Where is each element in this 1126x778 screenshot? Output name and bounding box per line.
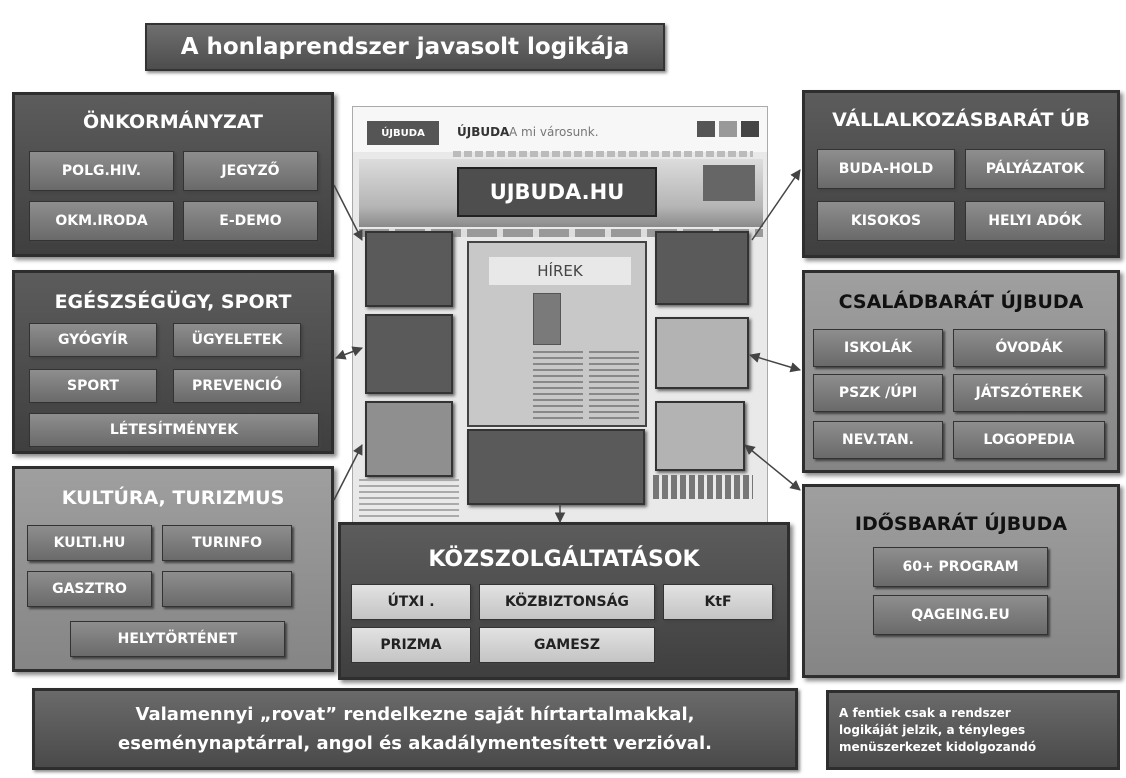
panel-title: VÁLLALKOZÁSBARÁT ÚB: [832, 109, 1090, 131]
item-nev-tan: NEV.TAN.: [813, 421, 943, 459]
item-ktf: KtF: [663, 584, 773, 620]
item-palyazatok: PÁLYÁZATOK: [965, 149, 1105, 189]
arrow-egeszsegugy: [335, 346, 363, 360]
item-pszk-upi: PSZK /ÚPI: [813, 374, 943, 412]
site-text-strip: [453, 151, 753, 157]
note-line-1: A fentiek csak a rendszer: [839, 706, 1011, 720]
item-kozbiztonsag: KÖZBIZTONSÁG: [479, 584, 655, 620]
module-card-idosbarat: [655, 401, 745, 471]
item-empty-slot: [162, 571, 292, 607]
site-logo-box: ÚJBUDA: [367, 121, 439, 145]
panel-vallalkozasbarat: VÁLLALKOZÁSBARÁT ÚB BUDA-HOLD PÁLYÁZATOK…: [802, 90, 1120, 258]
footer-line-1: Valamennyi „rovat” rendelkezne saját hír…: [135, 704, 695, 725]
item-jatszoterek: JÁTSZÓTEREK: [953, 374, 1105, 412]
panel-egeszsegugy-sport: EGÉSZSÉGÜGY, SPORT GYÓGYÍR ÜGYELETEK SPO…: [12, 270, 334, 454]
news-text-column: [533, 351, 583, 421]
site-nav-bar: [359, 229, 763, 237]
item-prizma: PRIZMA: [351, 627, 471, 663]
news-photo: [533, 293, 561, 345]
site-flag-icon: [741, 121, 759, 137]
item-helyi-adok: HELYI ADÓK: [965, 201, 1105, 241]
arrow-vallalkozas: [751, 169, 801, 241]
panel-title: CSALÁDBARÁT ÚJBUDA: [838, 291, 1084, 313]
item-ovodak: ÓVODÁK: [953, 329, 1105, 367]
module-card-vallalkozas: [655, 231, 749, 305]
site-brand: ÚJBUDA: [457, 125, 510, 139]
item-jegyzo: JEGYZŐ: [183, 151, 318, 191]
module-card-csaladbarat: [655, 317, 749, 389]
footer-line-2: eseménynaptárral, angol és akadálymentes…: [118, 733, 712, 754]
site-flag-icon: [719, 121, 737, 137]
arrow-idosbarat: [744, 444, 801, 491]
module-card-kozszolgaltatasok: [467, 429, 645, 505]
site-label: UJBUDA.HU: [457, 167, 657, 217]
panel-csaladbarat: CSALÁDBARÁT ÚJBUDA ISKOLÁK ÓVODÁK PSZK /…: [802, 270, 1120, 473]
item-helytortenet: HELYTÖRTÉNET: [70, 621, 285, 657]
news-text-column: [589, 351, 639, 421]
site-flag-icon: [697, 121, 715, 137]
item-buda-hold: BUDA-HOLD: [817, 149, 955, 189]
panel-title: KÖZSZOLGÁLTATÁSOK: [428, 547, 700, 572]
item-gamesz: GAMESZ: [479, 627, 655, 663]
item-gyogyir: GYÓGYÍR: [29, 323, 157, 357]
item-okm-iroda: OKM.IRODA: [29, 201, 174, 241]
item-sport: SPORT: [29, 369, 157, 403]
site-footer-strip: [653, 475, 753, 499]
panel-title: EGÉSZSÉGÜGY, SPORT: [54, 291, 292, 313]
panel-title: KULTÚRA, TURIZMUS: [61, 487, 285, 509]
item-e-demo: E-DEMO: [183, 201, 318, 241]
panel-kultura-turizmus: KULTÚRA, TURIZMUS KULTI.HU TURINFO GASZT…: [12, 466, 334, 672]
note-box: A fentiek csak a rendszer logikáját jelz…: [826, 690, 1120, 770]
panel-idosbarat: IDŐSBARÁT ÚJBUDA 60+ PROGRAM QAGEING.EU: [802, 484, 1120, 678]
item-iskolak: ISKOLÁK: [813, 329, 943, 367]
news-label: HÍREK: [489, 257, 631, 285]
item-60-program: 60+ PROGRAM: [873, 547, 1048, 587]
item-logopedia: LOGOPEDIA: [953, 421, 1105, 459]
module-card-egeszsegugy: [365, 314, 453, 394]
item-letesitmenyek: LÉTESÍTMÉNYEK: [29, 413, 319, 447]
arrow-kultura: [333, 444, 363, 501]
site-footer-strip: [359, 479, 459, 519]
item-polg-hiv: POLG.HIV.: [29, 151, 174, 191]
item-utxi: ÚTXI .: [351, 584, 471, 620]
site-slogan: A mi városunk.: [509, 125, 599, 139]
note-line-2: logikáját jelzik, a tényleges: [839, 723, 1026, 737]
item-turinfo: TURINFO: [162, 525, 292, 561]
panel-title: IDŐSBARÁT ÚJBUDA: [854, 513, 1068, 535]
item-gasztro: GASZTRO: [27, 571, 152, 607]
arrow-csaladbarat: [748, 352, 802, 373]
arrow-onkormanyzat: [333, 184, 363, 241]
diagram-title: A honlaprendszer javasolt logikája: [145, 23, 665, 71]
module-card-kultura: [365, 401, 453, 477]
item-kisokos: KISOKOS: [817, 201, 955, 241]
website-mockup: ÚJBUDA ÚJBUDA A mi városunk. UJBUDA.HU H…: [352, 106, 768, 526]
item-prevencio: PREVENCIÓ: [173, 369, 301, 403]
item-kulti-hu: KULTI.HU: [27, 525, 152, 561]
module-card-onkormanyzat: [365, 231, 453, 307]
item-ugyeletek: ÜGYELETEK: [173, 323, 301, 357]
panel-kozszolgaltatasok: KÖZSZOLGÁLTATÁSOK ÚTXI . KÖZBIZTONSÁG Kt…: [338, 522, 790, 680]
panel-onkormanyzat: ÖNKORMÁNYZAT POLG.HIV. JEGYZŐ OKM.IRODA …: [12, 92, 334, 257]
site-banner-box: [703, 165, 755, 201]
footer-banner: Valamennyi „rovat” rendelkezne saját hír…: [32, 688, 798, 770]
item-qageing-eu: QAGEING.EU: [873, 595, 1048, 635]
note-line-3: menüszerkezet kidolgozandó: [839, 740, 1037, 754]
panel-title: ÖNKORMÁNYZAT: [83, 111, 263, 133]
